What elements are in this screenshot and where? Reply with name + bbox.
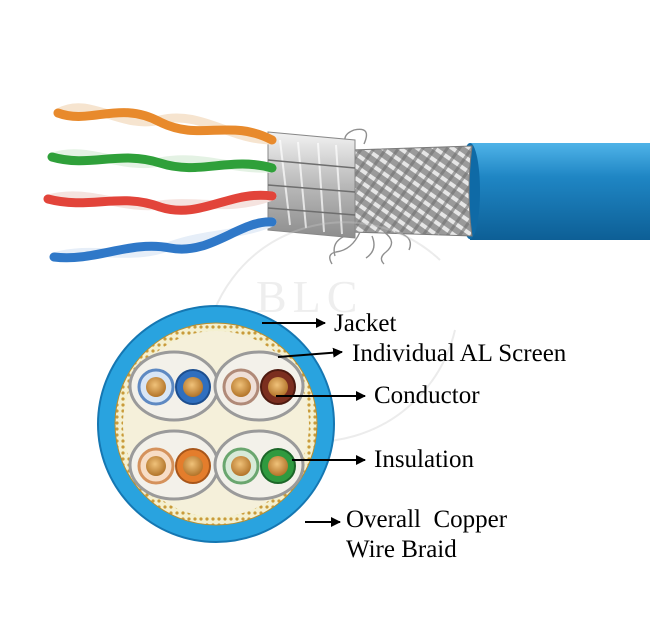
label-al-screen: Individual AL Screen: [352, 340, 567, 367]
foil-wrinkles: [279, 139, 343, 235]
callout-arrows: [262, 318, 366, 527]
pair-bottom-right: [213, 429, 305, 501]
twisted-pair-blue: [49, 217, 277, 263]
foil-dividers: [267, 159, 356, 216]
label-jacket: Jacket: [334, 310, 397, 337]
label-insulation: Insulation: [374, 446, 474, 473]
pair-bottom-left: [128, 429, 220, 501]
copper-braid: [349, 145, 473, 237]
cross-section: [97, 305, 335, 543]
twisted-pair-orange: [53, 103, 277, 145]
label-conductor: Conductor: [374, 382, 480, 409]
watermark-text: BLC: [256, 271, 364, 322]
pair-top-left: [128, 350, 220, 422]
arrow-al-screen: [277, 347, 343, 358]
label-braid-line2: Wire Braid: [346, 536, 457, 563]
label-braid-line1: Overall Copper: [346, 506, 508, 533]
cable-jacket: [466, 143, 650, 240]
cable-photo: [43, 103, 650, 265]
pair-top-right: [213, 350, 305, 422]
twisted-pair-brown: [43, 190, 277, 215]
twisted-pair-green: [47, 149, 277, 173]
